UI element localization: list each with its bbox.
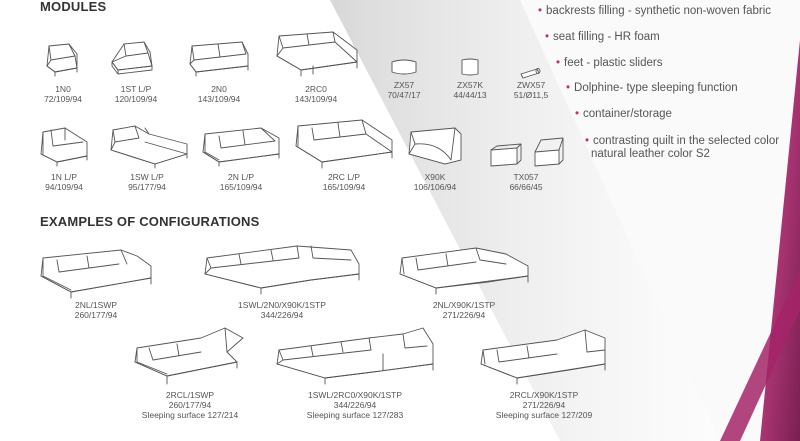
module-1n0: 1N0 72/109/94 [38, 40, 88, 104]
grey-diagonal-band [330, 0, 720, 441]
feature-feet: •feet - plastic sliders [556, 57, 663, 69]
module-tx057: TX057 66/66/45 [484, 136, 568, 192]
light-diagonal-band [520, 0, 800, 441]
cushion-square-icon [461, 58, 479, 76]
feature-container: •container/storage [575, 108, 672, 120]
module-2n0: 2N0 143/109/94 [184, 40, 254, 104]
config-chaise-sofa-icon [40, 249, 152, 299]
feature-sleeping: •Dolphine- type sleeping function [566, 82, 738, 94]
config-u-sleeper-icon [276, 327, 434, 385]
module-x90k: X90K 106/106/94 [404, 124, 466, 192]
single-seat-arm-icon [40, 127, 88, 167]
single-seat-armless-icon [46, 43, 78, 77]
module-1n: 1N L/P 94/109/94 [34, 124, 94, 192]
bolster-roll-icon [520, 68, 541, 79]
config-chaise-sleeper-icon [134, 327, 244, 385]
module-2rc: 2RC L/P 165/109/94 [290, 116, 398, 192]
corner-module-icon [408, 127, 462, 165]
module-zx57: ZX57 70/47/17 [384, 56, 424, 100]
config-1swl-2rc0-x90k-1stp: 1SWL/2RC0/X90K/1STP 344/226/94 Sleeping … [272, 324, 438, 420]
module-1st: 1ST L/P 120/109/94 [106, 40, 166, 104]
seat-with-side-table-icon [111, 41, 153, 75]
ottoman-storage-icon [490, 137, 564, 167]
config-2rcl-1swp: 2RCL/1SWP 260/177/94 Sleeping surface 12… [130, 324, 250, 420]
module-2n: 2N L/P 165/109/94 [198, 124, 284, 192]
config-1swl-2n0-x90k-1stp: 1SWL/2N0/X90K/1STP 344/226/94 [200, 240, 364, 320]
cushion-large-icon [391, 59, 417, 75]
modules-heading: MODULES [40, 0, 107, 14]
module-1sw: 1SW L/P 95/177/94 [104, 124, 190, 192]
configurations-heading: EXAMPLES OF CONFIGURATIONS [40, 214, 260, 229]
two-seat-arm-icon [202, 127, 280, 167]
module-2rc0: 2RC0 143/109/94 [272, 30, 360, 104]
feature-leather: natural leather color S2 [591, 148, 710, 160]
accent-diagonal-stripe [720, 270, 800, 441]
module-zwx57: ZWX57 51/Ø11,5 [510, 64, 552, 100]
two-seat-sleeper-icon [276, 31, 358, 77]
chaise-longue-icon [110, 125, 188, 169]
config-2rcl-x90k-1stp: 2RCL/X90K/1STP 271/226/94 Sleeping surfa… [476, 324, 612, 420]
two-seat-sleeper-arm-icon [295, 119, 393, 169]
feature-quilt: •contrasting quilt in the selected color [585, 135, 780, 147]
module-zx57k: ZX57K 44/44/13 [450, 56, 490, 100]
config-2nl-x90k-1stp: 2NL/X90K/1STP 271/226/94 [394, 240, 534, 320]
config-u-sofa-icon [204, 245, 360, 295]
config-2nl-1swp: 2NL/1SWP 260/177/94 [36, 244, 156, 320]
feature-seat: •seat filling - HR foam [545, 31, 660, 43]
feature-backrest: •backrests filling - synthetic non-woven… [538, 5, 772, 17]
config-corner-sleeper-icon [480, 329, 606, 385]
config-corner-sofa-icon [399, 247, 529, 295]
two-seat-armless-icon [189, 41, 249, 77]
